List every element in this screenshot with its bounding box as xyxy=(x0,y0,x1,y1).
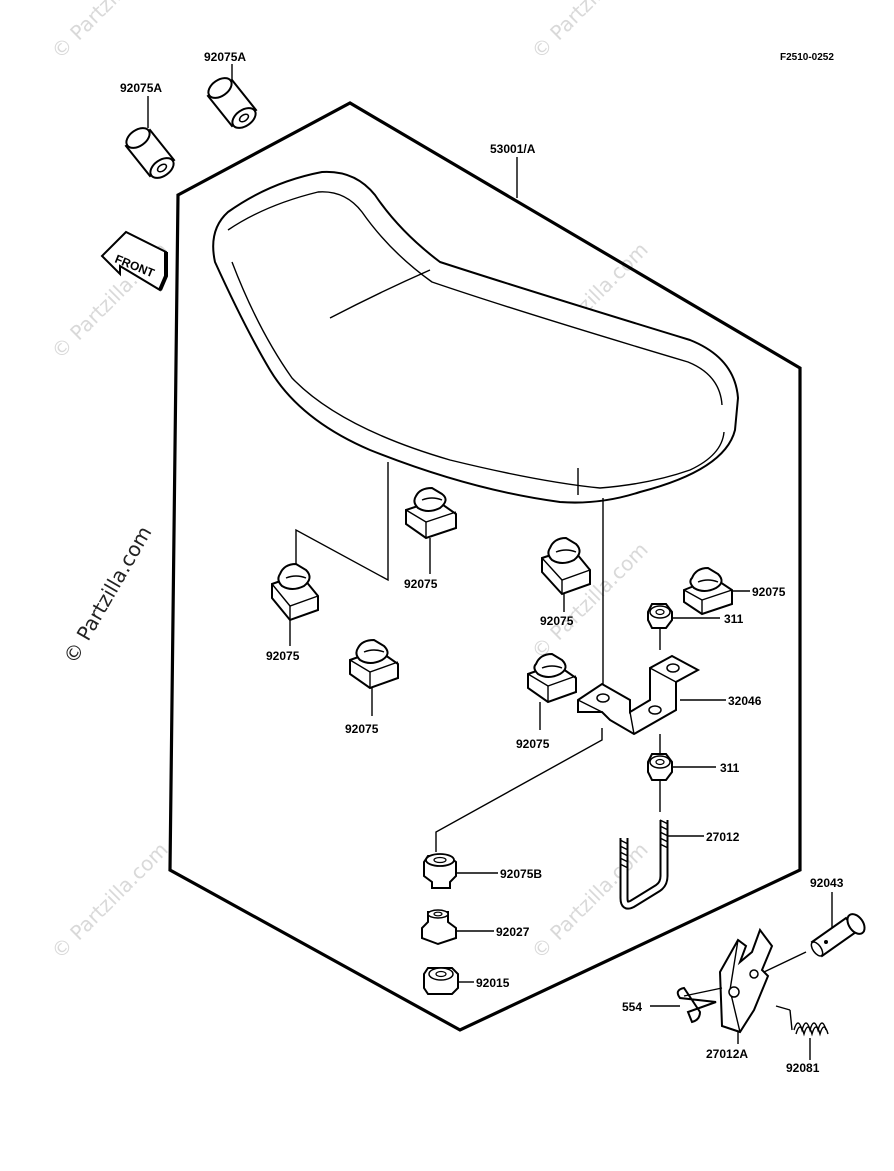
damper-92075-c xyxy=(349,638,399,690)
diagram-code: F2510-0252 xyxy=(780,52,834,63)
cotter-pin-554 xyxy=(676,986,723,1024)
nut-311-bottom xyxy=(647,753,673,781)
pin-92043 xyxy=(810,913,866,958)
nut-92015 xyxy=(423,967,459,995)
damper-92075-b xyxy=(271,562,319,622)
watermark: © Partzilla.com xyxy=(47,837,173,963)
spacer-92075a-left xyxy=(124,127,176,179)
label-53001a: 53001/A xyxy=(490,142,536,156)
watermark: © Partzilla.com xyxy=(59,522,157,668)
label-92075-b: 92075 xyxy=(266,649,300,663)
front-arrow: FRONT xyxy=(100,230,168,292)
label-92075-f: 92075 xyxy=(516,737,550,751)
label-92075-e: 92075 xyxy=(752,585,786,599)
damper-92075-e xyxy=(683,566,733,616)
bracket-32046 xyxy=(577,654,701,736)
watermark: © Partzilla.com xyxy=(527,0,653,64)
seat xyxy=(212,170,740,504)
label-92075-c: 92075 xyxy=(345,722,379,736)
u-bolt-27012 xyxy=(619,819,669,910)
label-92027: 92027 xyxy=(496,925,530,939)
label-311-top: 311 xyxy=(724,612,744,626)
collar-92027 xyxy=(421,909,457,946)
label-92075a-right: 92075A xyxy=(204,50,246,64)
damper-92075-d xyxy=(541,536,591,596)
label-92075b: 92075B xyxy=(500,867,542,881)
label-92015: 92015 xyxy=(476,976,510,990)
label-27012: 27012 xyxy=(706,830,740,844)
label-92081: 92081 xyxy=(786,1061,820,1075)
grommet-92075b xyxy=(423,853,457,889)
spacer-92075a-right xyxy=(206,77,258,129)
assembly-outline xyxy=(168,101,802,1032)
watermark: © Partzilla.com xyxy=(47,0,173,64)
label-92043: 92043 xyxy=(810,876,844,890)
label-311-bottom: 311 xyxy=(720,761,740,775)
label-92075a-left: 92075A xyxy=(120,81,162,95)
label-32046: 32046 xyxy=(728,694,762,708)
damper-92075-a xyxy=(405,486,457,540)
label-92075-d: 92075 xyxy=(540,614,574,628)
spring-92081 xyxy=(775,1005,829,1037)
label-92075-a: 92075 xyxy=(404,577,438,591)
label-27012a: 27012A xyxy=(706,1047,748,1061)
damper-92075-f xyxy=(527,652,577,704)
label-554: 554 xyxy=(622,1000,642,1014)
latch-27012a xyxy=(718,927,774,1034)
nut-311-top xyxy=(647,603,673,629)
